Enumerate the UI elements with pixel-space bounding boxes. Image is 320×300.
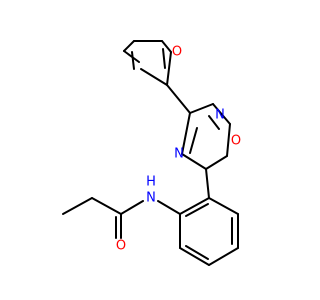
bond xyxy=(140,68,168,86)
bond xyxy=(205,155,228,170)
molecule-structure: O N O N N H O xyxy=(62,40,241,266)
bond xyxy=(205,168,210,199)
oxadiazole-top-nitrogen-label: N xyxy=(215,108,225,123)
amide-hydrogen-label: H xyxy=(146,175,156,190)
carbonyl-oxygen-label: O xyxy=(116,239,126,254)
bond xyxy=(166,84,191,114)
bond xyxy=(161,40,172,53)
bond xyxy=(91,197,122,215)
bond xyxy=(212,103,231,125)
bond xyxy=(120,200,144,215)
bond xyxy=(185,203,209,217)
furan-ring xyxy=(123,40,172,86)
bond xyxy=(179,247,210,266)
amide-chain xyxy=(62,197,181,239)
benzene-ring xyxy=(179,197,239,266)
bond xyxy=(162,48,166,69)
bond xyxy=(189,127,198,154)
bond xyxy=(131,51,135,70)
bond xyxy=(208,115,220,130)
bond xyxy=(166,51,172,86)
bond xyxy=(123,40,135,52)
bond xyxy=(179,197,210,215)
bond xyxy=(226,123,231,157)
bond xyxy=(157,200,181,215)
bond xyxy=(181,112,191,155)
amide-nitrogen-label: N xyxy=(146,191,156,206)
bond xyxy=(123,50,140,63)
bond xyxy=(189,103,214,114)
bond xyxy=(181,153,207,170)
furan-oxygen-label: O xyxy=(172,45,182,60)
bond xyxy=(62,197,93,215)
oxadiazole-left-nitrogen-label: N xyxy=(174,147,184,162)
bond xyxy=(208,197,239,215)
bond xyxy=(208,247,239,266)
oxadiazole-ring xyxy=(181,103,231,170)
oxadiazole-oxygen-label: O xyxy=(231,134,241,149)
bond xyxy=(185,245,209,260)
molecule-diagram: O N O N N H O xyxy=(62,40,242,266)
